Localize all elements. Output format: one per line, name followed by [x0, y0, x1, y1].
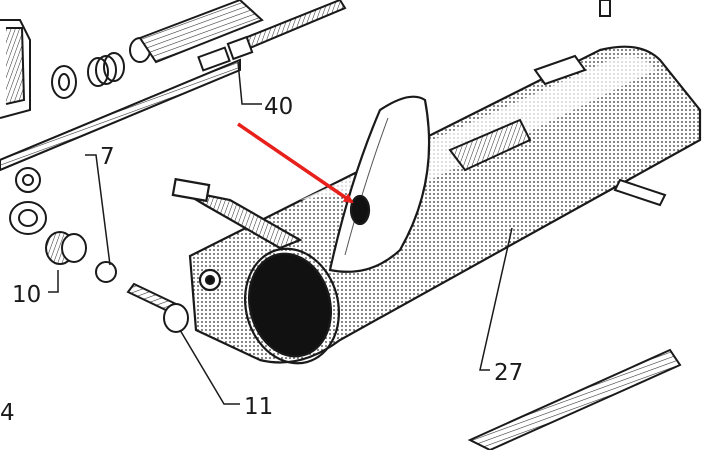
bolt-part: [126, 282, 189, 333]
top-right-bolt: [599, 0, 611, 17]
coiled-cable: [197, 0, 347, 72]
silencer-body: [171, 45, 702, 365]
rubber-strip: [467, 348, 682, 450]
callout-40: 40: [264, 94, 293, 120]
frame-bracket: [0, 19, 31, 119]
callout-7: 7: [100, 144, 115, 170]
red-arrow: [237, 122, 354, 204]
mount-tab: [448, 54, 667, 207]
callout-27: 27: [494, 360, 523, 386]
callout-10: 10: [12, 282, 41, 308]
spring-part: [51, 37, 151, 99]
left-nuts: [9, 167, 117, 283]
callout-4: 4: [0, 400, 15, 426]
heat-shield: [328, 95, 431, 273]
callout-11: 11: [244, 394, 273, 420]
control-rod: [0, 58, 241, 172]
upper-tube: [138, 0, 264, 64]
leader-lines: [48, 61, 513, 405]
